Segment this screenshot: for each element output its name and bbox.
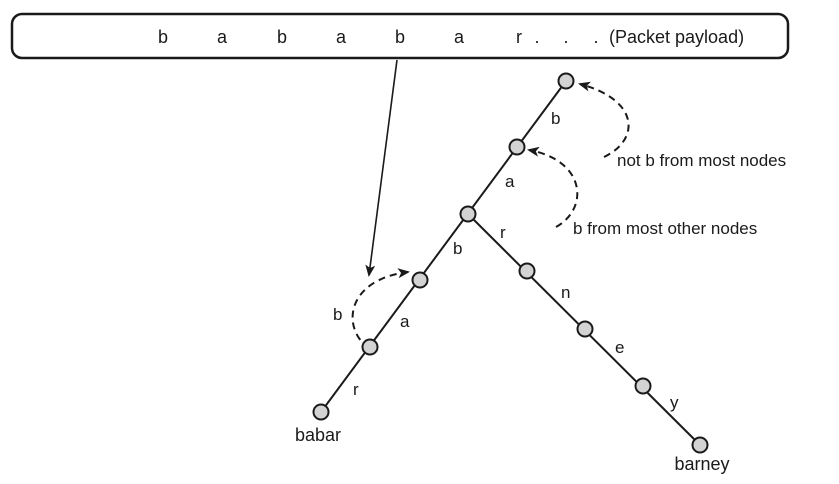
payload-caption: (Packet payload): [609, 27, 744, 47]
failure-link-left: [351, 268, 410, 349]
trie-node-ba: [459, 205, 477, 223]
edge-label: n: [561, 283, 570, 302]
edge-label: b: [551, 109, 560, 128]
edge-label: a: [400, 312, 410, 331]
payload-char: b: [158, 27, 168, 47]
trie-edge: [320, 80, 567, 413]
trie-node-bar: [518, 262, 536, 280]
trie-node-root: [557, 72, 575, 90]
trie-node-baba: [361, 338, 379, 356]
word-label-barney: barney: [674, 454, 729, 474]
trie-nodes: [312, 72, 709, 454]
payload-char: .: [593, 27, 598, 47]
trie-node-b: [508, 138, 526, 156]
payload-pointer-arrow: [365, 59, 398, 277]
payload-char: b: [395, 27, 405, 47]
edge-label: a: [505, 172, 515, 191]
edge-label: e: [615, 338, 624, 357]
edge-label: r: [353, 380, 359, 399]
trie-node-barne: [634, 377, 652, 395]
trie-node-babar: [312, 403, 330, 421]
payload-char: .: [534, 27, 539, 47]
annotation-b: b: [333, 305, 342, 324]
payload-chars: b a b a b a r . . . (Packet payload): [158, 27, 744, 47]
trie-node-barney: [691, 436, 709, 454]
payload-char: a: [454, 27, 465, 47]
word-label-babar: babar: [295, 425, 341, 445]
payload-char: r: [516, 27, 522, 47]
failure-link-middle: [527, 146, 579, 228]
payload-box: [10, 12, 790, 60]
trie-node-bab: [411, 271, 429, 289]
edge-labels: b a b r n e y a r: [353, 109, 679, 412]
edge-label: y: [670, 393, 679, 412]
failure-link-top: [578, 81, 630, 158]
failure-links: [351, 81, 630, 349]
edge-label: b: [453, 239, 462, 258]
annotation-b-other: b from most other nodes: [573, 219, 757, 238]
payload-char: .: [563, 27, 568, 47]
payload-char: a: [217, 27, 228, 47]
annotation-not-b: not b from most nodes: [617, 151, 786, 170]
payload-char: b: [277, 27, 287, 47]
edge-label: r: [500, 223, 506, 242]
trie-node-barn: [576, 320, 594, 338]
payload-char: a: [336, 27, 347, 47]
